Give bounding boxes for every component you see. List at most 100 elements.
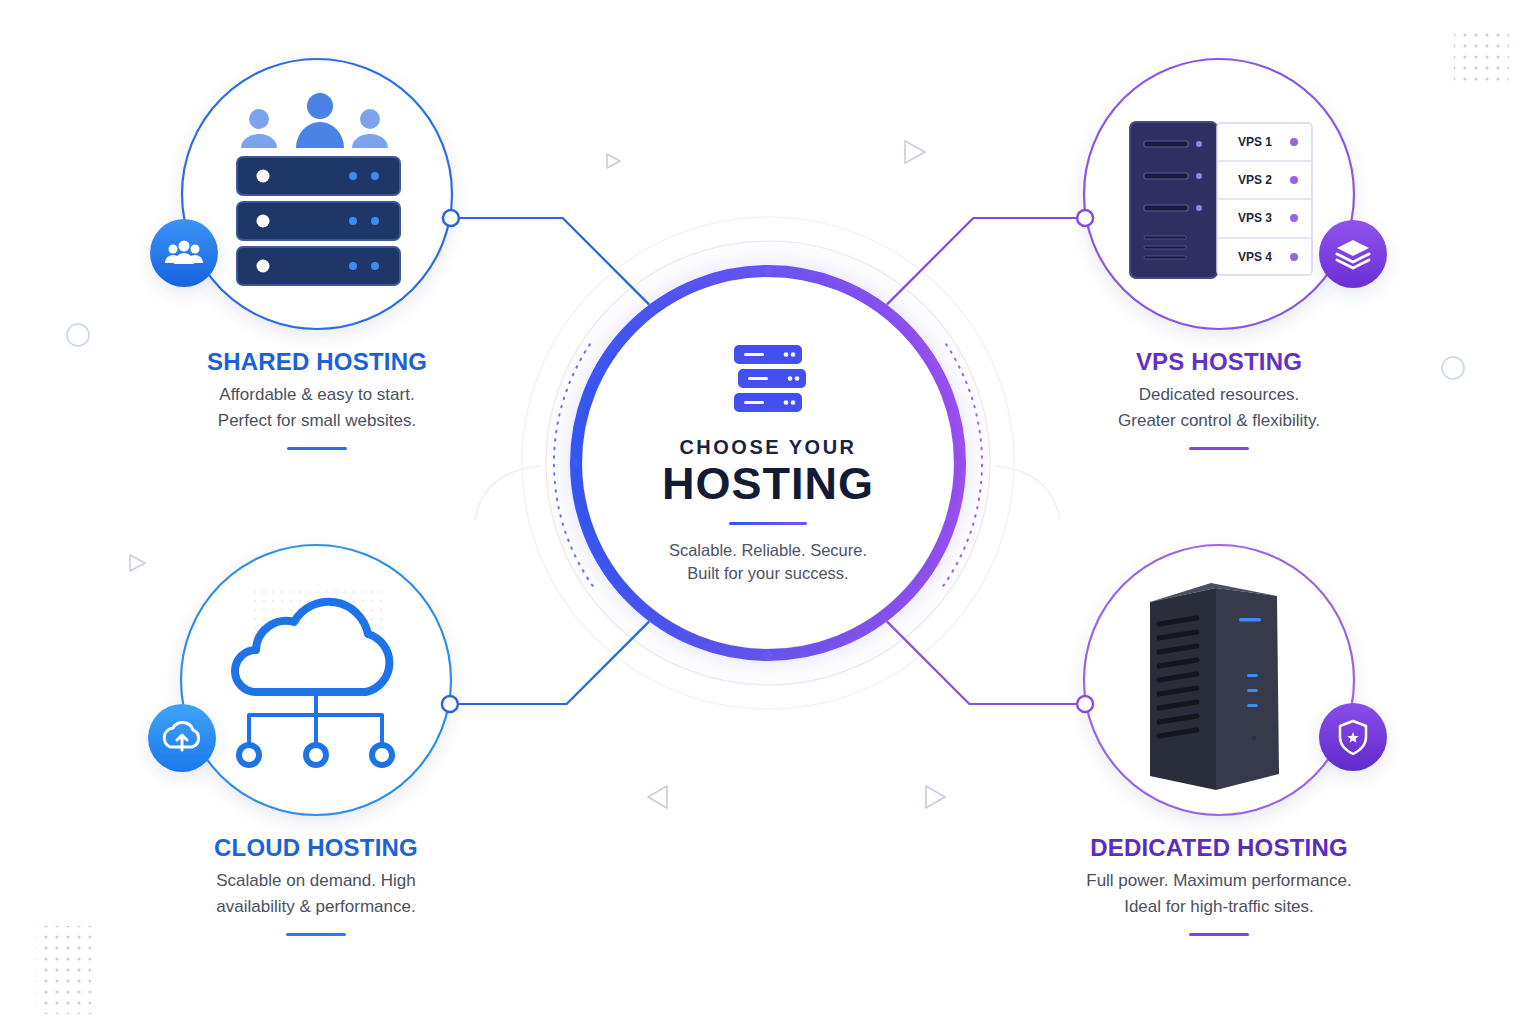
server-unit [237,157,400,195]
shape-circle [1319,703,1387,771]
node-circle [181,545,451,815]
vent-line [1144,236,1186,239]
shape-path [1337,240,1369,256]
shape-circle [191,245,200,254]
power-led [1252,736,1257,741]
accent-underline [1189,933,1249,936]
triangle-decor [130,555,145,571]
ring-decor [67,324,89,346]
vent-line [1159,646,1197,652]
node-illustration [146,545,486,835]
node-circle [1084,59,1354,329]
status-light [1247,689,1258,692]
node-body: Full power. Maximum performance. Ideal f… [1082,868,1357,920]
vps-label: VPS 2 [1238,172,1272,188]
shape-path [352,134,388,148]
node-body: Affordable & easy to start. Perfect for … [212,382,422,434]
vps-label: VPS 1 [1238,134,1272,150]
triangle-decor [607,154,620,168]
node-content: DEDICATED HOSTINGFull power. Maximum per… [1049,545,1389,936]
vps-label: VPS 4 [1238,249,1272,265]
hub-title: HOSTING [570,458,966,510]
vps-dot [1290,214,1298,222]
node-circle [1084,545,1354,815]
connector-line [887,621,1085,704]
triangle-decor [926,786,945,808]
drive-led [1196,141,1202,147]
cloud-illustration [235,584,392,765]
node-content: CLOUD HOSTINGScalable on demand. High av… [146,545,486,936]
node-heading: CLOUD HOSTING [146,833,486,863]
hosting-node: VPS HOSTINGDedicated resources. Greater … [1049,59,1389,450]
node-content: SHARED HOSTING Affordable & easy to start… [147,59,487,450]
shape-circle [307,93,333,119]
server-led [349,262,357,270]
triangle-decor [648,786,667,808]
dot-grid [36,926,91,1014]
server-icon-led [784,400,789,405]
shape-path [296,122,344,148]
server-icon-led [784,352,789,357]
shape-circle [179,241,190,252]
status-light [1247,674,1258,677]
drive-slot [1144,173,1188,179]
node-heading: SHARED HOSTING [147,347,487,377]
dedicated-illustration [1150,583,1279,790]
server-led [257,260,270,273]
ring-marker [762,265,773,276]
hub-body: Scalable. Reliable. Secure. Built for yo… [662,539,874,585]
ring-marker [762,649,773,660]
server-led [371,262,379,270]
vps-dot [1290,176,1298,184]
accent-underline [286,933,346,936]
vps-panel [1217,123,1312,275]
node-illustration [147,59,487,349]
network-node [306,745,326,765]
hub-subtitle: CHOOSE YOUR [570,433,966,461]
shape-circle [360,109,380,129]
badge-icon [150,219,218,287]
shape-path [1337,260,1369,268]
drive-slot [1144,205,1188,211]
vent-line [1144,256,1186,259]
server-icon-slot [744,353,764,356]
badge-icon [1319,220,1387,288]
tower-side [1150,588,1216,790]
network-lines [249,696,382,745]
node-illustration [1049,545,1389,835]
node-body: Dedicated resources. Greater control & f… [1113,382,1325,434]
server-unit [237,202,400,240]
shared-illustration [237,93,400,285]
ring-marker [570,457,581,468]
shape-circle [148,704,216,772]
panel-divider [1217,237,1312,239]
server-icon-led [788,376,793,381]
server-icon-led [791,352,796,357]
dot-grid [1454,32,1509,87]
drive-slot [1144,141,1188,147]
network-node [372,745,392,765]
people-icon [241,93,388,148]
server-led [349,217,357,225]
server-icon-bar [734,345,802,364]
network-node [239,745,259,765]
vent-line [1159,632,1197,638]
status-light [1247,704,1258,707]
accent-underline [1189,447,1249,450]
drive-led [1196,173,1202,179]
accent-underline [287,447,347,450]
vps-dot [1290,138,1298,146]
shape-path [241,134,277,148]
badge-icon [1319,703,1387,771]
shape-path [177,735,187,750]
badge-icon [148,704,216,772]
halo-ring [522,217,1014,709]
panel-divider [1217,198,1312,200]
server-icon-bar [734,393,802,412]
server-unit [237,247,400,285]
server-tower [1130,122,1217,278]
node-content: VPS HOSTINGDedicated resources. Greater … [1049,59,1389,450]
vps-dot [1290,253,1298,261]
hosting-node: CLOUD HOSTINGScalable on demand. High av… [146,545,486,936]
server-led [371,217,379,225]
